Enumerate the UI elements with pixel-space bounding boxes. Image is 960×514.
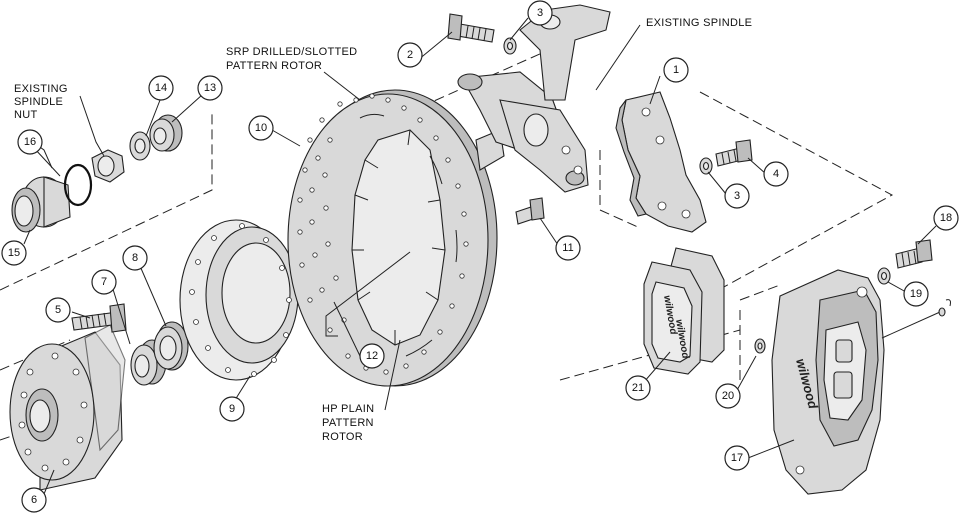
- pin-washer: [754, 338, 766, 354]
- washer-top: [503, 37, 517, 55]
- svg-text:EXISTING SPINDLE: EXISTING SPINDLE: [646, 17, 752, 29]
- svg-text:ROTOR: ROTOR: [322, 431, 363, 443]
- brake-pads: wilwood wilwood: [643, 247, 725, 375]
- svg-text:6: 6: [31, 494, 37, 506]
- hat-screw: [515, 197, 545, 225]
- svg-text:4: 4: [773, 168, 779, 180]
- svg-text:19: 19: [910, 288, 922, 300]
- label-existing-spindle: EXISTING SPINDLE: [646, 17, 752, 29]
- caliper-bracket: [615, 91, 707, 233]
- svg-text:14: 14: [155, 82, 167, 94]
- label-srp-rotor: SRP DRILLED/SLOTTED PATTERN ROTOR: [226, 46, 357, 72]
- svg-text:8: 8: [132, 252, 138, 264]
- thrust-washer: [129, 131, 151, 161]
- svg-text:7: 7: [101, 276, 107, 288]
- callout-7: 7: [91, 269, 117, 295]
- svg-text:SRP DRILLED/SLOTTED: SRP DRILLED/SLOTTED: [226, 46, 357, 58]
- svg-text:PATTERN ROTOR: PATTERN ROTOR: [226, 60, 322, 72]
- callout-6: 6: [21, 487, 47, 513]
- svg-text:17: 17: [731, 452, 743, 464]
- dust-cap: [11, 176, 71, 233]
- spindle-nut: [91, 149, 125, 183]
- svg-text:16: 16: [24, 136, 36, 148]
- rotor-hat: [179, 219, 299, 381]
- svg-text:5: 5: [55, 304, 61, 316]
- svg-text:9: 9: [229, 403, 235, 415]
- hub: [9, 324, 126, 491]
- grease-seal: [153, 321, 189, 371]
- leader-lines: [23, 17, 937, 495]
- spindle: [457, 4, 611, 193]
- callout-2: 2: [397, 42, 423, 68]
- brake-rotor: [287, 89, 498, 387]
- svg-text:EXISTING: EXISTING: [14, 83, 68, 95]
- svg-text:20: 20: [722, 390, 734, 402]
- svg-text:12: 12: [366, 350, 378, 362]
- svg-text:NUT: NUT: [14, 109, 38, 121]
- callout-12: 12: [359, 343, 385, 369]
- callout-10: 10: [248, 115, 274, 141]
- callout-8: 8: [122, 245, 148, 271]
- o-ring: [63, 163, 93, 207]
- svg-text:1: 1: [673, 64, 679, 76]
- callout-15: 15: [1, 240, 27, 266]
- label-hp-rotor: HP PLAIN PATTERN ROTOR: [322, 403, 374, 443]
- callout-13: 13: [197, 75, 223, 101]
- bracket-bolt: [715, 139, 753, 167]
- callout-18: 18: [933, 205, 959, 231]
- callout-19: 19: [903, 281, 929, 307]
- svg-text:2: 2: [407, 49, 413, 61]
- svg-text:SPINDLE: SPINDLE: [14, 96, 63, 108]
- svg-text:21: 21: [632, 382, 644, 394]
- callout-5: 5: [45, 297, 71, 323]
- callout-4: 4: [763, 161, 789, 187]
- svg-text:HP PLAIN: HP PLAIN: [322, 403, 374, 415]
- callout-16: 16: [17, 129, 43, 155]
- callout-14: 14: [148, 75, 174, 101]
- svg-text:15: 15: [8, 247, 20, 259]
- washer-bracket: [699, 157, 713, 175]
- caliper: wilwood: [771, 269, 885, 495]
- callout-17: 17: [724, 445, 750, 471]
- wheel-stud: [71, 303, 127, 333]
- callout-3-top: 3: [527, 0, 553, 26]
- svg-text:10: 10: [255, 122, 267, 134]
- callout-21: 21: [625, 375, 651, 401]
- pad-pin: [881, 299, 951, 339]
- caliper-bolt: [895, 239, 933, 269]
- callout-1: 1: [663, 57, 689, 83]
- svg-text:3: 3: [537, 7, 543, 19]
- callout-11: 11: [555, 235, 581, 261]
- outer-bearing: [149, 114, 183, 152]
- svg-text:18: 18: [940, 212, 952, 224]
- label-existing-spindle-nut: EXISTING SPINDLE NUT: [14, 83, 68, 121]
- svg-text:11: 11: [562, 242, 573, 254]
- caliper-washer: [877, 267, 891, 285]
- callout-3-right: 3: [724, 183, 750, 209]
- callout-20: 20: [715, 383, 741, 409]
- callout-9: 9: [219, 396, 245, 422]
- svg-text:PATTERN: PATTERN: [322, 417, 374, 429]
- svg-text:13: 13: [204, 82, 216, 94]
- svg-text:3: 3: [734, 190, 740, 202]
- spindle-bolt: [447, 13, 495, 43]
